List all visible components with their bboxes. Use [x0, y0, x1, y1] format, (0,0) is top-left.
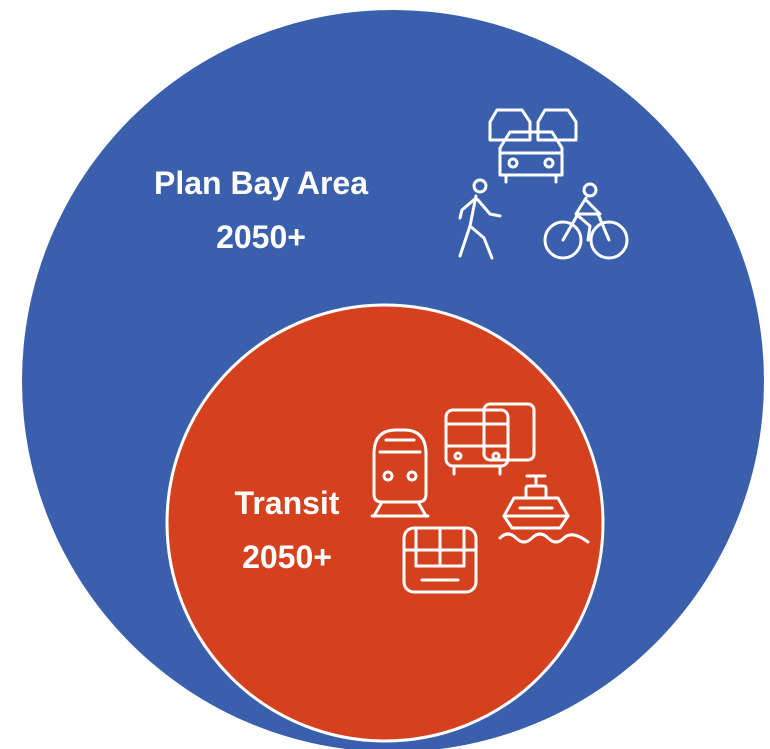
- cyclist-icon: [543, 182, 629, 260]
- light-rail-icon: [402, 526, 478, 594]
- transit-label: Transit: [235, 485, 340, 521]
- pedestrian-icon: [458, 178, 502, 260]
- plan-bay-area-year: 2050+: [216, 219, 306, 255]
- ferry-icon: [498, 474, 590, 544]
- train-icon: [370, 428, 430, 518]
- plan-bay-area-label: Plan Bay Area: [154, 165, 368, 201]
- buses-icon: [444, 402, 536, 476]
- transit-year: 2050+: [242, 539, 332, 575]
- transit-circle: [165, 303, 605, 743]
- cars-icon: [488, 108, 578, 184]
